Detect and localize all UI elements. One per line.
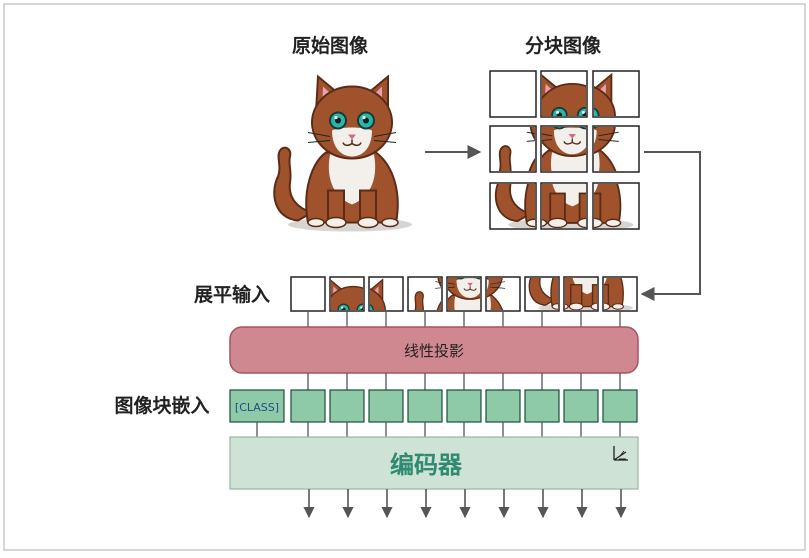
arrow-to-flatten <box>640 151 701 301</box>
patch-tile <box>592 70 640 118</box>
patch-tile <box>489 125 537 173</box>
embedding-box <box>485 389 521 423</box>
class-token-box <box>229 389 285 423</box>
flattened-patches <box>290 276 638 312</box>
embedding-box <box>602 389 638 423</box>
embedding-box <box>329 389 365 423</box>
patch-grid <box>489 70 640 230</box>
embedding-box <box>446 389 482 423</box>
embedding-box <box>524 389 560 423</box>
encoder-label: 编码器 <box>390 451 463 479</box>
embedding-box <box>290 389 326 423</box>
flat-patch <box>563 276 599 312</box>
patch-tile <box>540 70 588 118</box>
linear-projection-label: 线性投影 <box>404 342 464 360</box>
embedding-box <box>407 389 443 423</box>
patch-embedding-label: 图像块嵌入 <box>114 394 209 417</box>
embedding-box <box>563 389 599 423</box>
embedding-box <box>368 389 404 423</box>
patch-tile <box>592 125 640 173</box>
patch-tile <box>540 182 588 230</box>
connectors-lower <box>256 422 621 437</box>
patch-tile <box>489 70 537 118</box>
class-token-label: [CLASS] <box>235 401 279 414</box>
output-arrows <box>303 489 627 519</box>
flat-patch <box>446 276 482 312</box>
patched-image-title: 分块图像 <box>525 34 602 57</box>
patch-tile <box>592 182 640 230</box>
flat-patch <box>290 276 326 312</box>
embedding-row <box>290 389 638 423</box>
patch-tile <box>540 125 588 173</box>
connectors-middle <box>307 373 621 390</box>
connectors-top <box>307 311 621 327</box>
flat-patch <box>602 276 638 312</box>
flatten-input-label: 展平输入 <box>194 283 270 306</box>
encoder-box <box>229 436 639 490</box>
flat-patch <box>485 276 521 312</box>
expand-icon <box>613 446 628 461</box>
linear-projection-box <box>229 326 639 374</box>
original-image-title: 原始图像 <box>292 34 369 57</box>
patch-tile <box>489 182 537 230</box>
